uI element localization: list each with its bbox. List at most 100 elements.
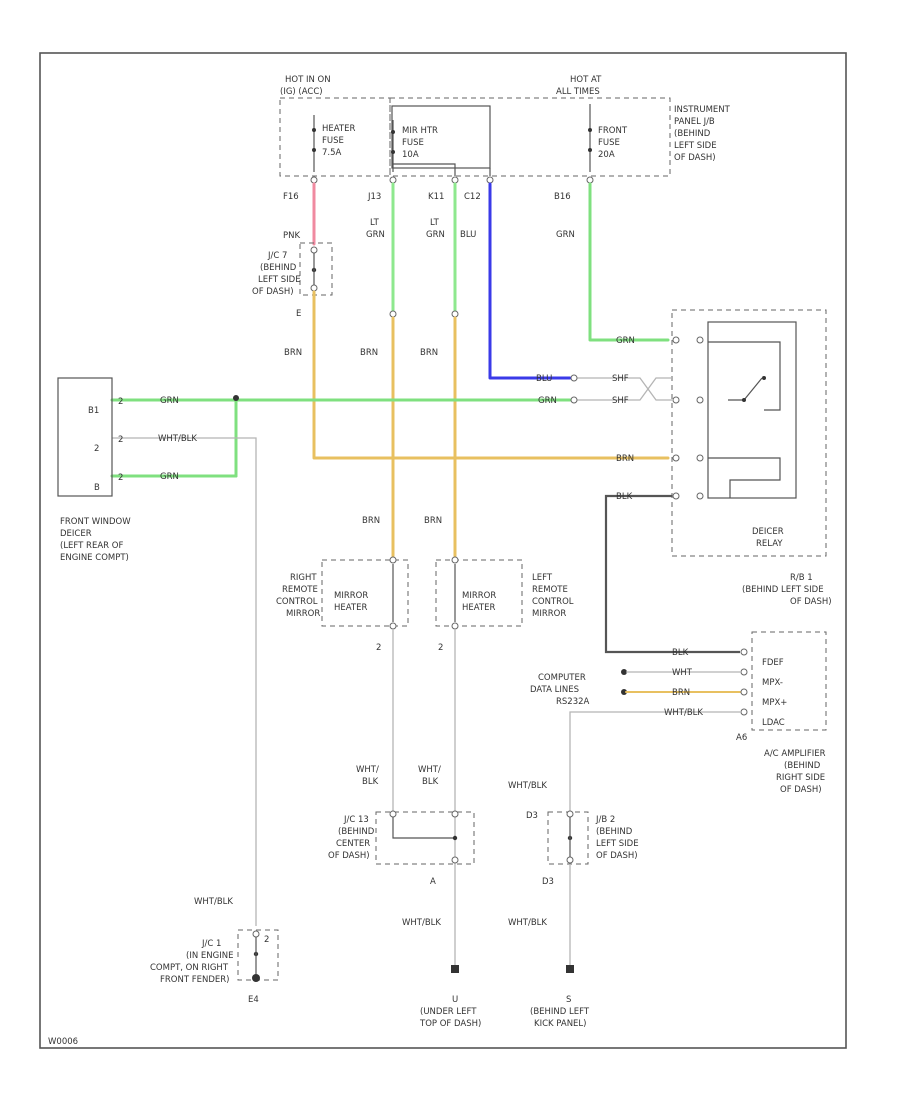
svg-text:LEFT SIDE: LEFT SIDE [596,839,639,849]
jc1-box [237,929,279,981]
hot-at-label: HOT AT [570,75,602,85]
wire-label-shf2: SHF [612,396,629,406]
svg-text:A/C AMPLIFIER: A/C AMPLIFIER [764,749,826,759]
diagram-frame [39,52,847,1049]
conn-f16: F16 [283,192,299,202]
hot-on-sub: (IG) (ACC) [280,87,323,97]
svg-text:WHT/: WHT/ [418,765,441,775]
svg-text:FRONT FENDER): FRONT FENDER) [160,975,230,985]
svg-text:RS232A: RS232A [556,697,590,707]
left-mirror-label: LEFT REMOTE CONTROL MIRROR [532,573,574,619]
ground-behind-left-kick [566,965,574,973]
svg-text:OF DASH): OF DASH) [780,785,822,795]
wire-label-brn4: BRN [362,516,380,526]
svg-text:LDAC: LDAC [762,718,785,728]
wire-shf-2 [576,377,672,401]
computer-data-lines-label: COMPUTER DATA LINES RS232A [530,673,590,707]
wire-label-brn1: BRN [284,348,302,358]
ac-amplifier-label: A/C AMPLIFIER (BEHIND RIGHT SIDE OF DASH… [764,749,826,795]
relay-label: DEICER RELAY [752,527,784,549]
svg-text:FUSE: FUSE [322,136,344,146]
wire-label-grn-d1: GRN [160,396,179,406]
svg-text:FDEF: FDEF [762,658,784,668]
svg-text:COMPUTER: COMPUTER [538,673,586,683]
svg-text:TOP OF DASH): TOP OF DASH) [419,1019,481,1029]
svg-text:RELAY: RELAY [756,539,783,549]
svg-text:MIRROR: MIRROR [334,591,368,601]
right-mirror-heater: MIRROR HEATER [334,591,368,613]
wire-label-whtblk-d: WHT/BLK [158,434,197,444]
svg-text:MPX+: MPX+ [762,698,787,708]
conn-j13: J13 [367,192,381,202]
svg-text:OF DASH): OF DASH) [790,597,832,607]
deicer-pin-2: 2 [94,444,99,454]
hot-at-sub: ALL TIMES [556,87,600,97]
svg-text:(BEHIND: (BEHIND [260,263,297,273]
mirror-fuse-housing [391,105,491,169]
jb2-code: D3 [542,877,554,887]
ground-u-label: U (UNDER LEFT TOP OF DASH) [419,995,481,1029]
jb2-pin-label: D3 [526,811,538,821]
wire-label-brn3: BRN [420,348,438,358]
wire-label-blu: BLU [460,230,476,240]
svg-text:DEICER: DEICER [60,529,92,539]
deicer-pin-b: B [94,483,100,493]
svg-text:OF DASH): OF DASH) [252,287,294,297]
svg-text:BLK: BLK [422,777,439,787]
svg-text:FRONT: FRONT [598,126,628,136]
svg-text:J/B 2: J/B 2 [595,815,615,825]
deicer-conn-2: 2 [118,435,123,445]
rb1-label: R/B 1 (BEHIND LEFT SIDE OF DASH) [742,573,832,607]
footer-code: W0006 [48,1037,78,1047]
jc13-box [375,811,475,865]
jc1-pin: 2 [264,935,269,945]
svg-text:20A: 20A [598,150,615,160]
wire-blk [604,494,740,654]
jb2-label: J/B 2 (BEHIND LEFT SIDE OF DASH) [595,815,639,861]
svg-text:KICK PANEL): KICK PANEL) [534,1019,586,1029]
svg-text:(BEHIND LEFT: (BEHIND LEFT [530,1007,590,1017]
jc7-box [299,242,333,296]
svg-text:(IN ENGINE: (IN ENGINE [186,951,233,961]
jc1-label: J/C 1 (IN ENGINE COMPT, ON RIGHT FRONT F… [150,939,233,985]
svg-text:(BEHIND: (BEHIND [674,129,711,139]
heater-fuse: HEATER FUSE 7.5A [312,115,355,172]
deicer-conn-3: 2 [118,473,123,483]
svg-text:HEATER: HEATER [462,603,495,613]
wire-label-whtblk-jb2: WHT/BLK [508,781,547,791]
svg-text:HEATER: HEATER [334,603,367,613]
svg-text:OF DASH): OF DASH) [596,851,638,861]
svg-text:MIRROR: MIRROR [286,609,320,619]
right-mirror-pin: 2 [376,643,381,653]
wire-label-wht-amp: WHT [672,668,693,678]
svg-text:CENTER: CENTER [336,839,370,849]
deicer-relay [707,321,797,499]
svg-text:J/C 13: J/C 13 [343,815,369,825]
deicer-label: FRONT WINDOW DEICER (LEFT REAR OF ENGINE… [60,517,131,563]
svg-text:7.5A: 7.5A [322,148,342,158]
wire-label-blk-amp: BLK [672,648,689,658]
ground-s-label: S (BEHIND LEFT KICK PANEL) [530,995,590,1029]
svg-text:FUSE: FUSE [598,138,620,148]
svg-text:REMOTE: REMOTE [282,585,318,595]
wire-label-brn-amp: BRN [672,688,690,698]
svg-text:MIRROR: MIRROR [532,609,566,619]
svg-text:J/C 1: J/C 1 [201,939,221,949]
wire-label-ltgrn2-b: GRN [426,230,445,240]
rb1-box [671,309,827,557]
conn-k11: K11 [428,192,444,202]
svg-text:RIGHT SIDE: RIGHT SIDE [776,773,825,783]
wire-label-grn-top: GRN [556,230,575,240]
svg-text:OF DASH): OF DASH) [328,851,370,861]
wire-label-whtblk-amp: WHT/BLK [664,708,703,718]
wire-label-brn-relay: BRN [616,454,634,464]
wire-label-ltgrn1-a: LT [370,218,380,228]
svg-text:(LEFT REAR OF: (LEFT REAR OF [60,541,123,551]
jc1-code: E4 [248,995,259,1005]
jc13-label: J/C 13 (BEHIND CENTER OF DASH) [328,815,375,861]
wire-label-brn2: BRN [360,348,378,358]
wire-label-whtblk-left: WHT/BLK [194,897,233,907]
conn-c12: C12 [464,192,481,202]
front-window-deicer [57,377,113,497]
